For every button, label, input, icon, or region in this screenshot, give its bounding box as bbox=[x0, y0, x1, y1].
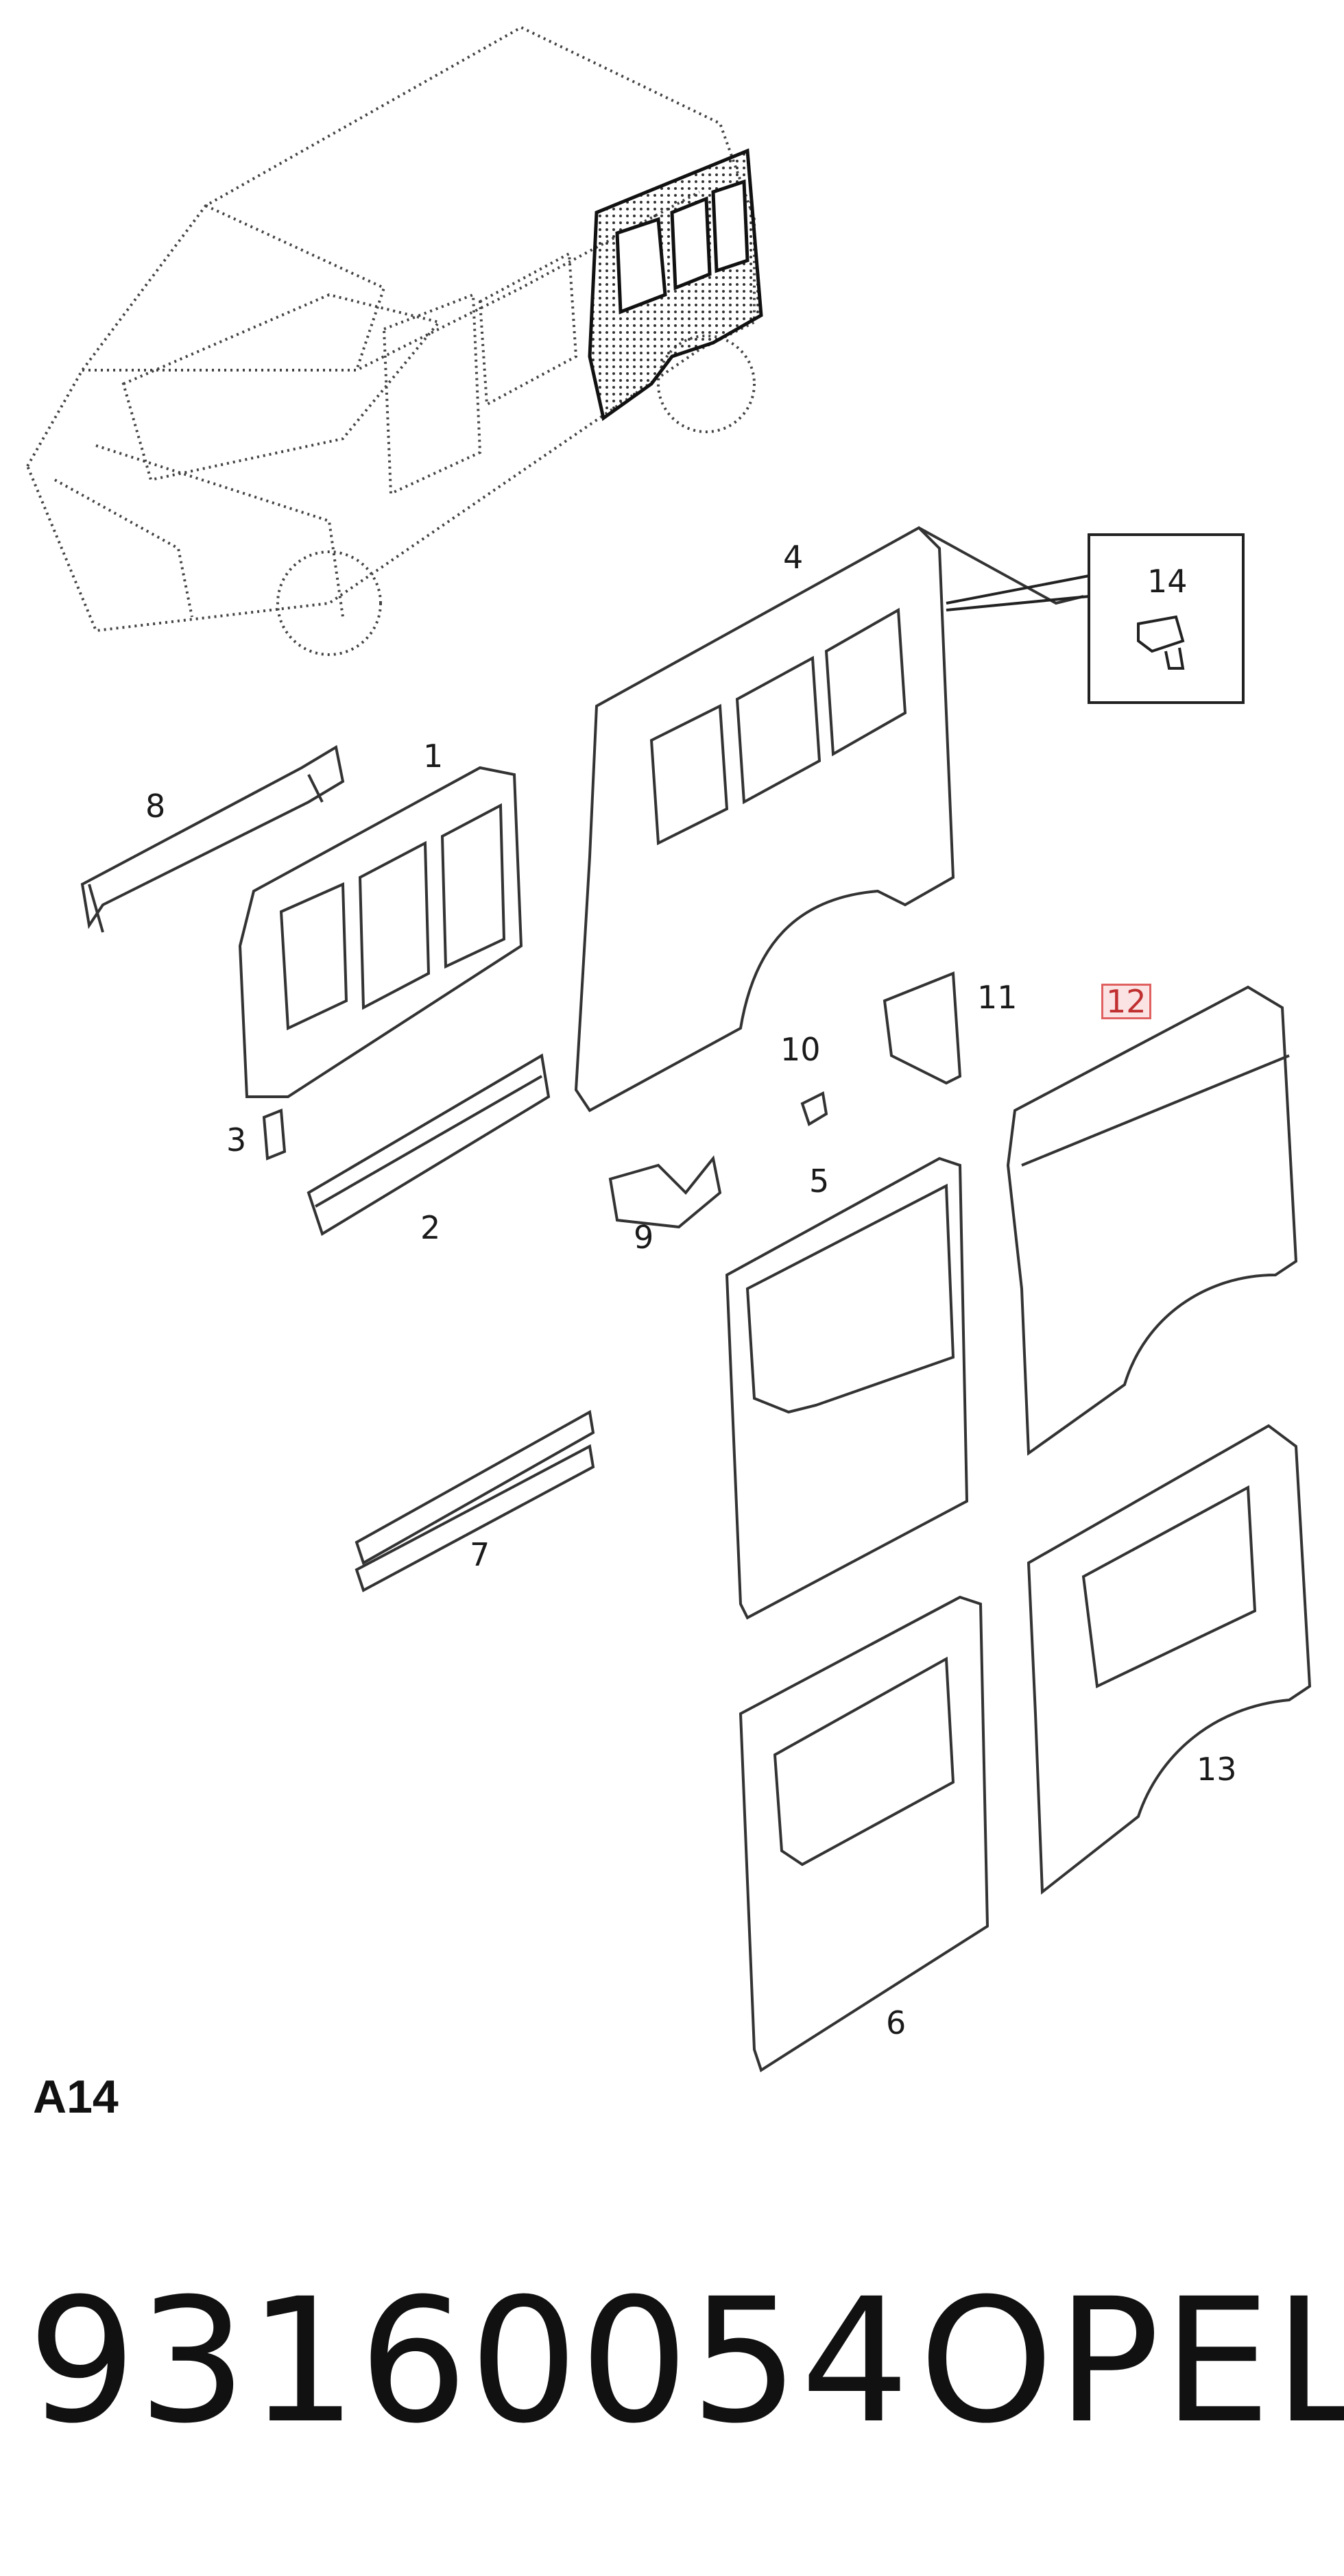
part-8-shape bbox=[80, 744, 345, 933]
part-11-shape bbox=[883, 971, 962, 1085]
van-side-panel-highlight bbox=[588, 148, 763, 422]
part-9-shape bbox=[608, 1155, 722, 1229]
callout-3[interactable]: 3 bbox=[226, 1121, 247, 1158]
section-code: A14 bbox=[33, 2071, 119, 2123]
callout-10[interactable]: 10 bbox=[780, 1031, 821, 1068]
callout-9[interactable]: 9 bbox=[634, 1219, 654, 1256]
callout-11[interactable]: 11 bbox=[977, 979, 1018, 1016]
part-7-shape bbox=[355, 1409, 595, 1592]
callout-6[interactable]: 6 bbox=[886, 2004, 907, 2041]
callout-13[interactable]: 13 bbox=[1197, 1751, 1237, 1788]
part-5-shape bbox=[725, 1156, 969, 1620]
part-2-shape bbox=[307, 1053, 551, 1237]
part-10-shape bbox=[800, 1091, 828, 1126]
callout-14[interactable]: 14 bbox=[1147, 563, 1188, 600]
callout-4[interactable]: 4 bbox=[783, 539, 804, 576]
callout-12-highlighted[interactable]: 12 bbox=[1101, 984, 1151, 1019]
part-6-shape bbox=[739, 1595, 989, 2073]
part-13-shape bbox=[1027, 1424, 1312, 1895]
callout-2[interactable]: 2 bbox=[420, 1209, 441, 1246]
callout-5[interactable]: 5 bbox=[809, 1163, 830, 1200]
part-3-shape bbox=[262, 1108, 287, 1161]
callout-8[interactable]: 8 bbox=[145, 788, 166, 825]
part-number: 93160054 bbox=[27, 2261, 911, 2461]
part-1-shape bbox=[238, 766, 523, 1098]
part-12-shape bbox=[1006, 985, 1298, 1456]
callout-7[interactable]: 7 bbox=[470, 1536, 490, 1573]
part-14-inset bbox=[946, 533, 1245, 704]
part-4-shape bbox=[574, 526, 1084, 1113]
brand-name: OPEL bbox=[919, 2261, 1344, 2461]
callout-1[interactable]: 1 bbox=[423, 738, 444, 775]
